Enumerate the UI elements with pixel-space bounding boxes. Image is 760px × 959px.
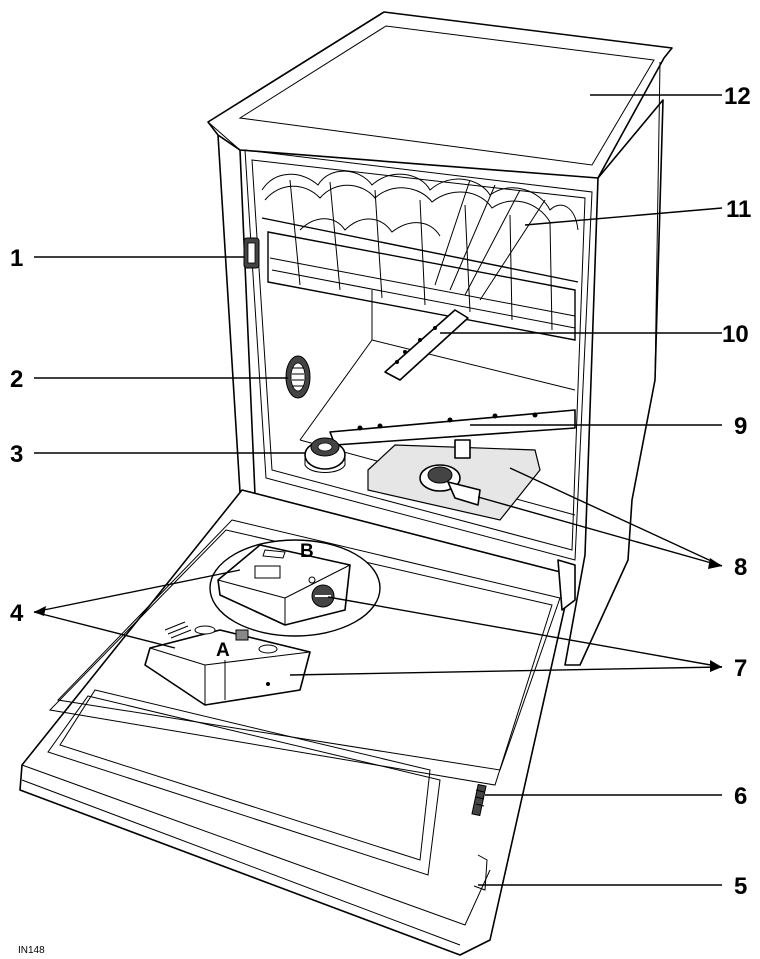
detergent-dispenser <box>144 621 311 706</box>
dispenser-label-b: B <box>300 541 314 562</box>
callout-1: 1 <box>10 245 23 272</box>
callout-4: 4 <box>10 600 24 627</box>
salt-container-cap <box>304 437 346 473</box>
lower-spray-arm <box>329 409 576 446</box>
leader-8b <box>477 496 723 567</box>
figure-code: IN148 <box>18 945 45 956</box>
cabinet <box>207 11 673 666</box>
upper-spray-arm <box>384 309 469 381</box>
callout-11: 11 <box>726 196 751 223</box>
callout-7: 7 <box>734 655 747 682</box>
leader-lines <box>33 94 723 886</box>
leader-8a <box>509 467 723 567</box>
leader-11 <box>524 207 723 226</box>
basket-rail-fastener <box>243 237 260 269</box>
worktop <box>207 11 673 179</box>
tub-interior <box>244 149 593 561</box>
callout-numbers: 1 2 3 4 5 6 7 8 9 10 11 12 <box>10 83 751 900</box>
leader-4a <box>33 569 241 613</box>
dispenser-label-a: A <box>216 640 230 661</box>
leader-4b <box>33 611 176 649</box>
leader-7a <box>327 596 723 668</box>
callout-9: 9 <box>734 413 747 440</box>
door <box>19 489 576 956</box>
dispenser-inset <box>209 539 381 637</box>
upper-basket <box>261 170 579 341</box>
callout-8: 8 <box>734 554 747 581</box>
callout-6: 6 <box>734 783 747 810</box>
side-nozzle <box>285 355 311 399</box>
leader-7b <box>289 666 723 676</box>
callout-2: 2 <box>10 366 23 393</box>
door-latch <box>471 783 487 817</box>
callout-10: 10 <box>722 321 749 348</box>
filter-assembly <box>367 439 541 521</box>
callout-12: 12 <box>724 83 751 110</box>
callout-3: 3 <box>10 441 23 468</box>
callout-5: 5 <box>734 873 747 900</box>
